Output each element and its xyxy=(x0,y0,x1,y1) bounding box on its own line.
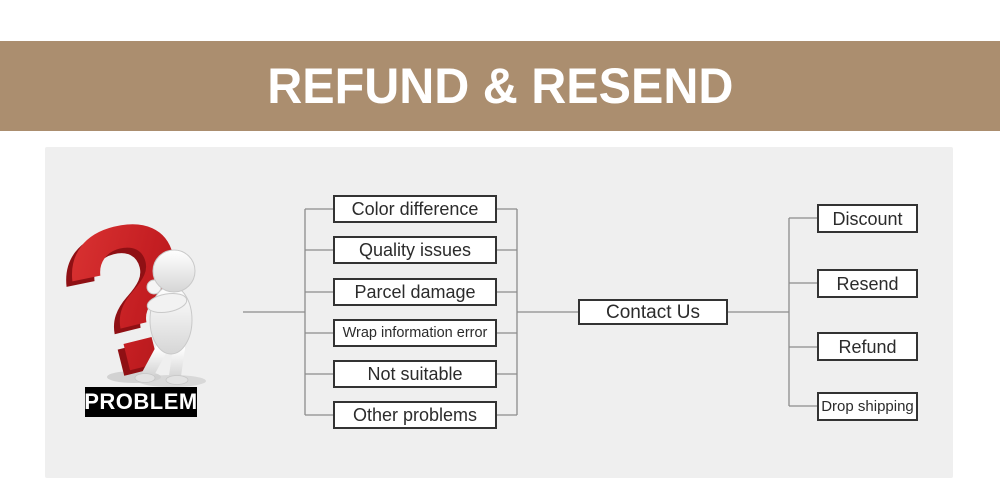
box-quality-issues: Quality issues xyxy=(333,236,497,264)
box-other-problems: Other problems xyxy=(333,401,497,429)
box-wrap-information-error: Wrap information error xyxy=(333,319,497,347)
flowchart-panel xyxy=(45,147,953,478)
box-discount: Discount xyxy=(817,204,918,233)
problem-badge-label: PROBLEM xyxy=(84,389,198,414)
box-resend: Resend xyxy=(817,269,918,298)
box-contact-us: Contact Us xyxy=(578,299,728,325)
box-drop-shipping: Drop shipping xyxy=(817,392,918,421)
box-color-difference: Color difference xyxy=(333,195,497,223)
banner-title: REFUND & RESEND xyxy=(266,58,734,114)
box-refund: Refund xyxy=(817,332,918,361)
box-not-suitable: Not suitable xyxy=(333,360,497,388)
box-parcel-damage: Parcel damage xyxy=(333,278,497,306)
banner: REFUND & RESEND xyxy=(0,41,1000,131)
problem-badge: PROBLEM xyxy=(84,387,198,417)
